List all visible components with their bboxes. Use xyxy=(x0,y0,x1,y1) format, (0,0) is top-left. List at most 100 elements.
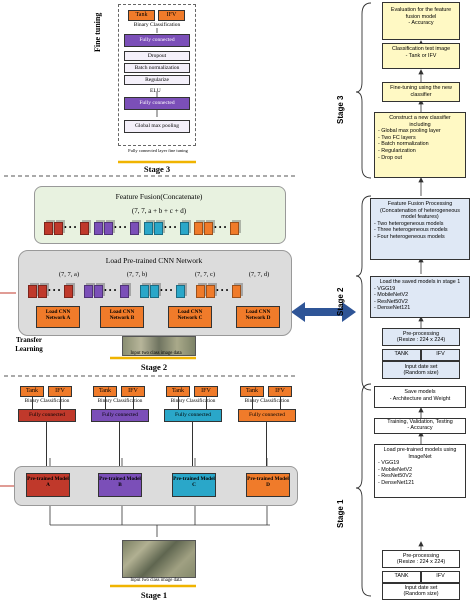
s1-tank-box: TANK xyxy=(382,571,421,583)
out-tank: Tank xyxy=(166,386,190,397)
elu-layer: ELU xyxy=(150,88,161,94)
construct-title: Construct a new classifier including xyxy=(389,115,451,128)
feature-cube xyxy=(154,222,163,235)
binary-classification-label: Binary Classification xyxy=(133,22,181,28)
fully-connected-layer: Fully connected xyxy=(238,409,296,422)
out-ifv: IFV xyxy=(268,386,292,397)
save-models-item: - Architecture and Weight xyxy=(389,395,451,402)
connector xyxy=(280,397,281,409)
load-saved-item: - ResNet50V2 xyxy=(374,298,408,305)
connector xyxy=(206,397,207,409)
construct-item: - Batch normalization xyxy=(378,141,429,148)
s2-input-random: (Random size) xyxy=(403,370,439,377)
load-pretrained-item: - ResNet50V2 xyxy=(378,473,412,480)
fully-connected-layer: Fully connected xyxy=(164,409,222,422)
fusion-processing-box: Feature Fusion Processing (Concatenation… xyxy=(370,198,470,260)
ellipsis-dots: • • • xyxy=(114,223,127,232)
feature-cube xyxy=(64,285,73,298)
feature-cube xyxy=(196,285,205,298)
binary-classification-label: Binary Classification xyxy=(244,398,290,404)
batch-norm-layer: Batch normalization xyxy=(124,63,190,73)
construct-item: - Two FC layers xyxy=(378,134,416,141)
feature-cube xyxy=(28,285,37,298)
right-stage1-label: Stage 1 xyxy=(336,499,345,528)
ellipsis-dots: • • • xyxy=(104,286,117,295)
feature-cube xyxy=(38,285,47,298)
s2-tank-box: TANK xyxy=(382,349,421,361)
feature-cube xyxy=(104,222,113,235)
connector xyxy=(119,422,120,466)
feature-cube xyxy=(140,285,149,298)
stage1-input-images xyxy=(122,540,196,578)
s1-input-title: Input date set xyxy=(404,585,438,591)
fine-tune-panel xyxy=(118,4,196,146)
training-box: Training, Validation, Testing - Accuracy xyxy=(374,418,466,434)
stage3-title: Stage 3 xyxy=(143,164,171,174)
classification-test-box: Classification test image - Tank or IFV xyxy=(382,43,460,69)
load-saved-item: - MobileNetV2 xyxy=(374,292,409,299)
network-d: Load CNN Network D xyxy=(236,306,280,328)
training-item: - Accuracy xyxy=(407,424,433,431)
out-tank: Tank xyxy=(128,10,155,21)
s1-pre-resize: (Resize : 224 x 224) xyxy=(396,559,446,566)
load-saved-item: - DenseNet121 xyxy=(374,305,411,312)
connector xyxy=(266,422,267,466)
out-ifv: IFV xyxy=(194,386,218,397)
s1-input-box: Input date set (Random size) xyxy=(382,583,460,600)
transfer-learning-label: Transfer Learning xyxy=(15,336,43,353)
feature-cube xyxy=(44,222,53,235)
fc-layer-top: Fully connected xyxy=(124,34,190,47)
fusion-feature-cubes: • • •• • •• • •• • • xyxy=(44,222,276,236)
ellipsis-dots: • • • xyxy=(164,223,177,232)
pretrained-model-d: Pre-trained Model D xyxy=(246,473,290,497)
fine-tune-caption: Fully connected layer fine tuning xyxy=(128,148,188,153)
feature-cube xyxy=(180,222,189,235)
feature-cube xyxy=(204,222,213,235)
right-stage3-label: Stage 3 xyxy=(336,95,345,124)
ellipsis-dots: • • • xyxy=(48,286,61,295)
ellipsis-dots: • • • xyxy=(214,223,227,232)
s1-ifv-box: IFV xyxy=(421,571,460,583)
pretrained-model-c: Pre-trained Model C xyxy=(172,473,216,497)
feature-cube xyxy=(120,285,129,298)
fine-tuning-box: Fine-tuning using the new classifier xyxy=(382,82,460,102)
stage2-input-caption: Input two class image data xyxy=(130,351,182,356)
stage1-input-caption: Input two class image data xyxy=(130,578,182,583)
s1-preprocessing-box: Pre-processing (Resize : 224 x 224) xyxy=(382,550,460,568)
ellipsis-dots: • • • xyxy=(216,286,229,295)
shape-d: (7, 7, d) xyxy=(248,271,270,278)
construct-item: - Global max pooling layer xyxy=(378,128,441,135)
feature-cube xyxy=(94,285,103,298)
feature-cube xyxy=(144,222,153,235)
feature-cube xyxy=(80,222,89,235)
s2-input-title: Input date set xyxy=(404,364,438,370)
load-pretrained-item: - VGG19 xyxy=(378,460,400,467)
feature-cube xyxy=(94,222,103,235)
shape-b: (7, 7, b) xyxy=(126,271,148,278)
fully-connected-layer: Fully connected xyxy=(91,409,149,422)
network-c: Load CNN Network C xyxy=(168,306,212,328)
connector xyxy=(178,397,179,409)
connector xyxy=(60,397,61,409)
s1-pre-title: Pre-processing xyxy=(402,553,440,559)
right-stage2-label: Stage 2 xyxy=(336,287,345,316)
out-tank: Tank xyxy=(240,386,264,397)
load-saved-item: - VGG19 xyxy=(374,285,396,292)
bidirectional-arrow xyxy=(291,302,356,322)
pretrained-model-b: Pre-trained Model B xyxy=(98,473,142,497)
load-pretrained-title: Load pre-trained models using ImageNet xyxy=(383,447,457,460)
fine-tuning-label: Fine tuning xyxy=(93,12,102,52)
binary-classification-label: Binary Classification xyxy=(170,398,216,404)
feature-cube xyxy=(84,285,93,298)
stage1-title: Stage 1 xyxy=(140,590,168,600)
fusion-item: - Two heterogeneous models xyxy=(374,220,444,227)
construct-item: - Regularization xyxy=(378,147,416,154)
connector xyxy=(192,422,193,466)
save-models-box: Save models - Architecture and Weight xyxy=(374,386,466,408)
training-title: Training, Validation, Testing xyxy=(387,419,453,425)
regularize-layer: Regularize xyxy=(124,75,190,85)
fusion-item: - Four heterogeneous models xyxy=(374,233,445,240)
binary-classification-label: Binary Classification xyxy=(97,398,143,404)
stage-braces xyxy=(355,2,372,597)
eval-box: Evaluation for the feature fusion model … xyxy=(382,2,460,40)
